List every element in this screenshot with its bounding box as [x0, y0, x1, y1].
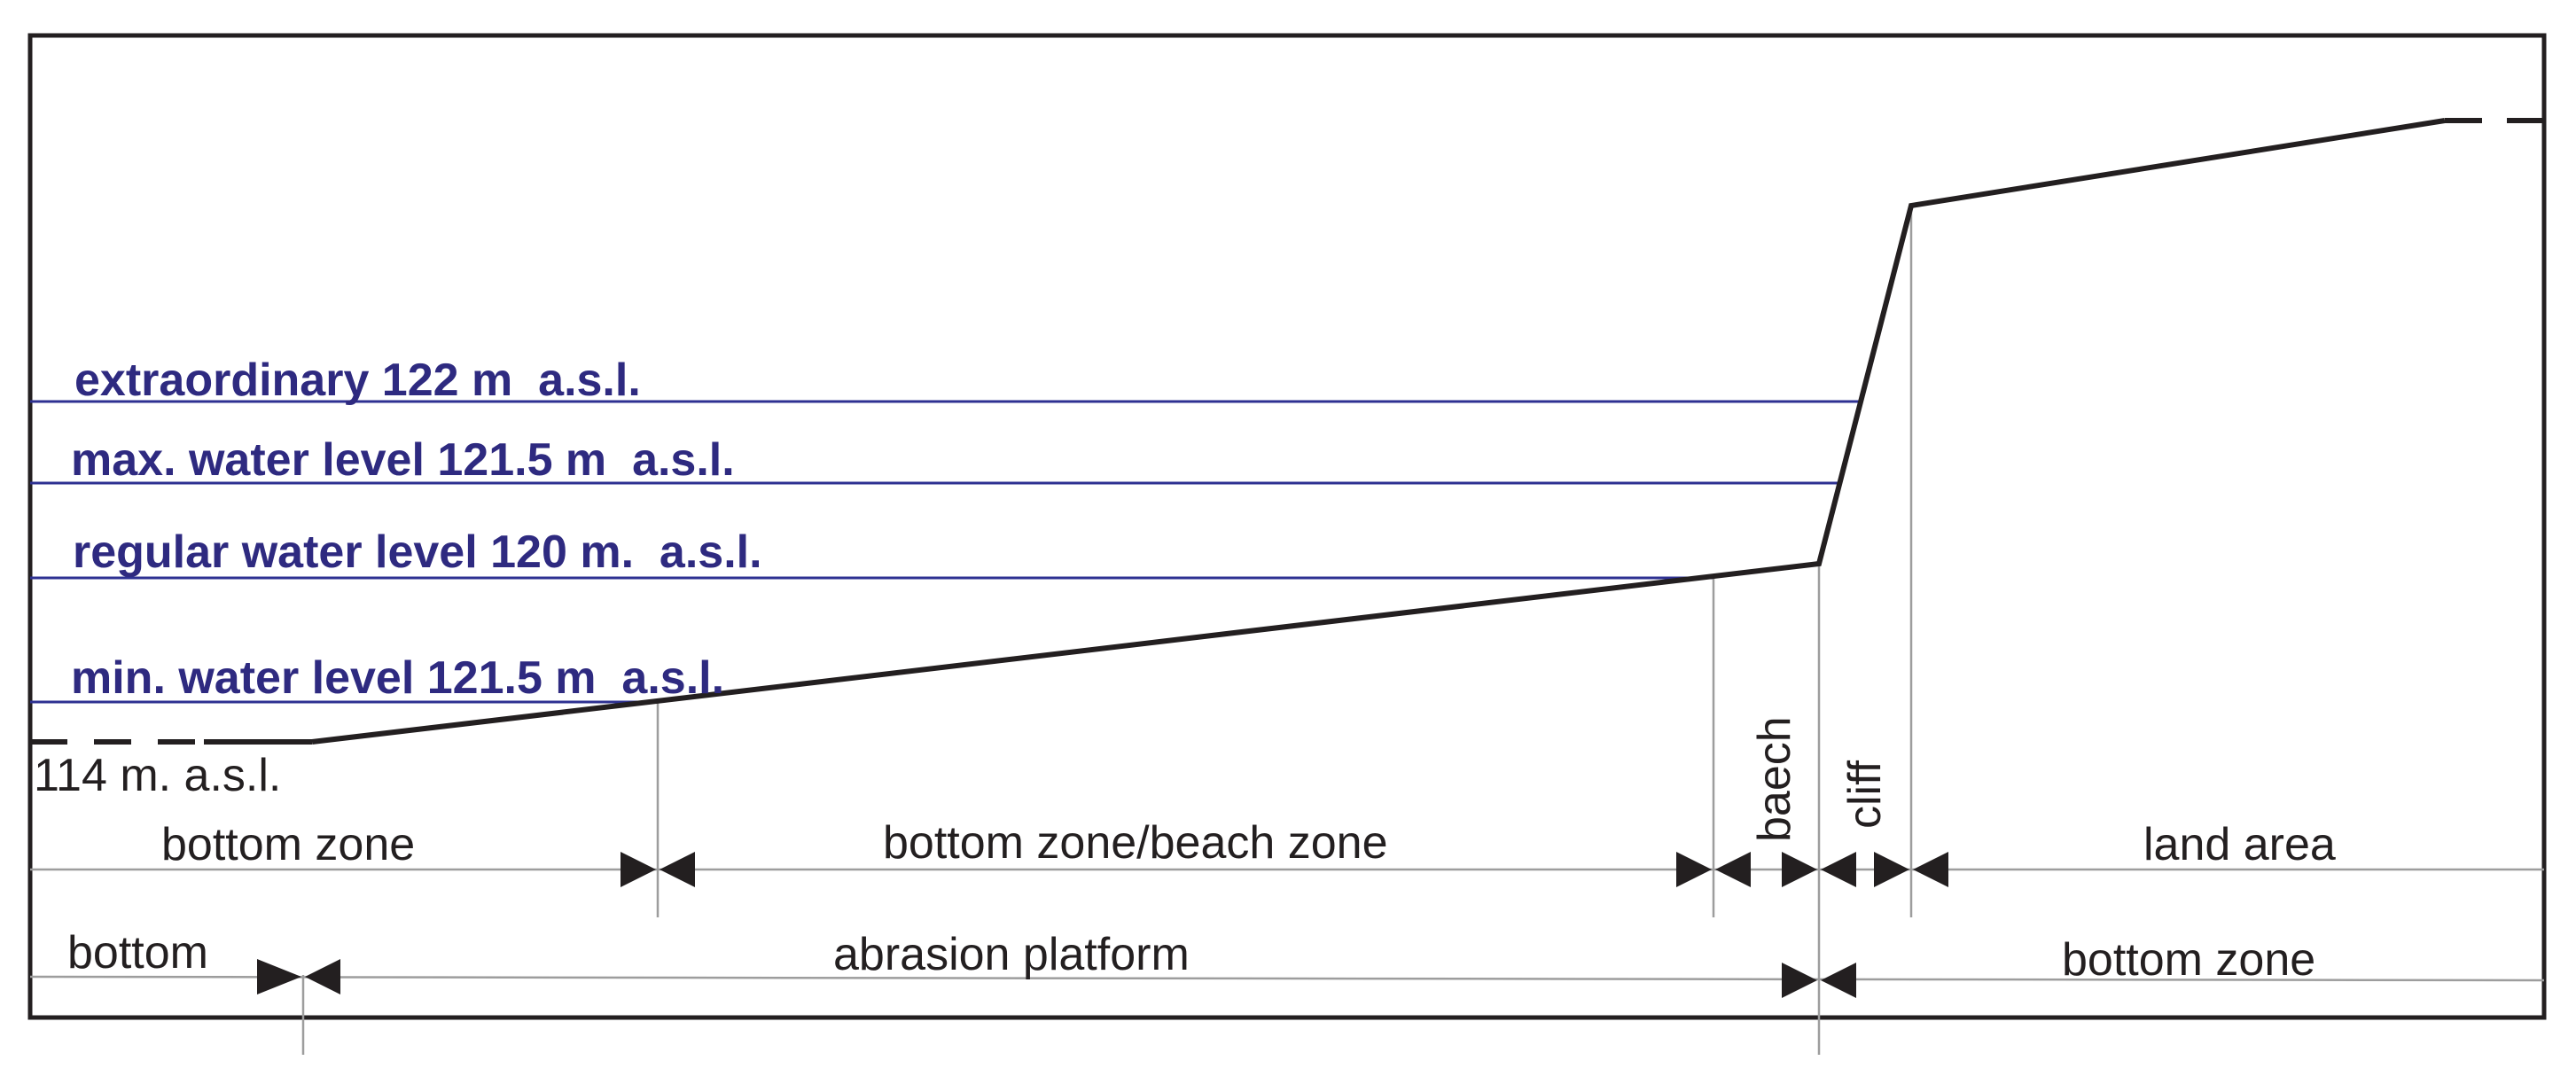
label-regular-level: regular water level 120 m. a.s.l. [73, 526, 762, 578]
terrain-profile [311, 118, 2446, 745]
arrow-pair-abrasion-end [1782, 963, 1856, 998]
arrow-pair-min-level [621, 852, 695, 887]
arrow-pair-cliff-top [1874, 852, 1948, 887]
label-abrasion-platform: abrasion platform [833, 929, 1190, 980]
label-elevation: 114 m. a.s.l. [34, 750, 281, 801]
label-bottom-zone-lower: bottom zone [2062, 934, 2315, 986]
label-bottom-beach-zone: bottom zone/beach zone [883, 817, 1388, 869]
arrow-pair-regular-level [1676, 852, 1751, 887]
label-extraordinary-level: extraordinary 122 m a.s.l. [74, 355, 641, 406]
arrow-pair-cliff-foot [1782, 852, 1856, 887]
label-min-level: min. water level 121.5 m a.s.l. [71, 652, 724, 704]
label-beach: baech [1749, 716, 1800, 842]
label-bottom-zone-upper: bottom zone [161, 819, 415, 870]
label-cliff: cliff [1839, 760, 1891, 829]
zone-line-lower [29, 975, 2545, 982]
diagram-frame [27, 33, 2547, 1020]
label-bottom: bottom [67, 927, 208, 979]
label-land-area: land area [2143, 819, 2336, 870]
arrow-pair-bottom [257, 959, 340, 994]
label-max-level: max. water level 121.5 m a.s.l. [71, 434, 735, 486]
